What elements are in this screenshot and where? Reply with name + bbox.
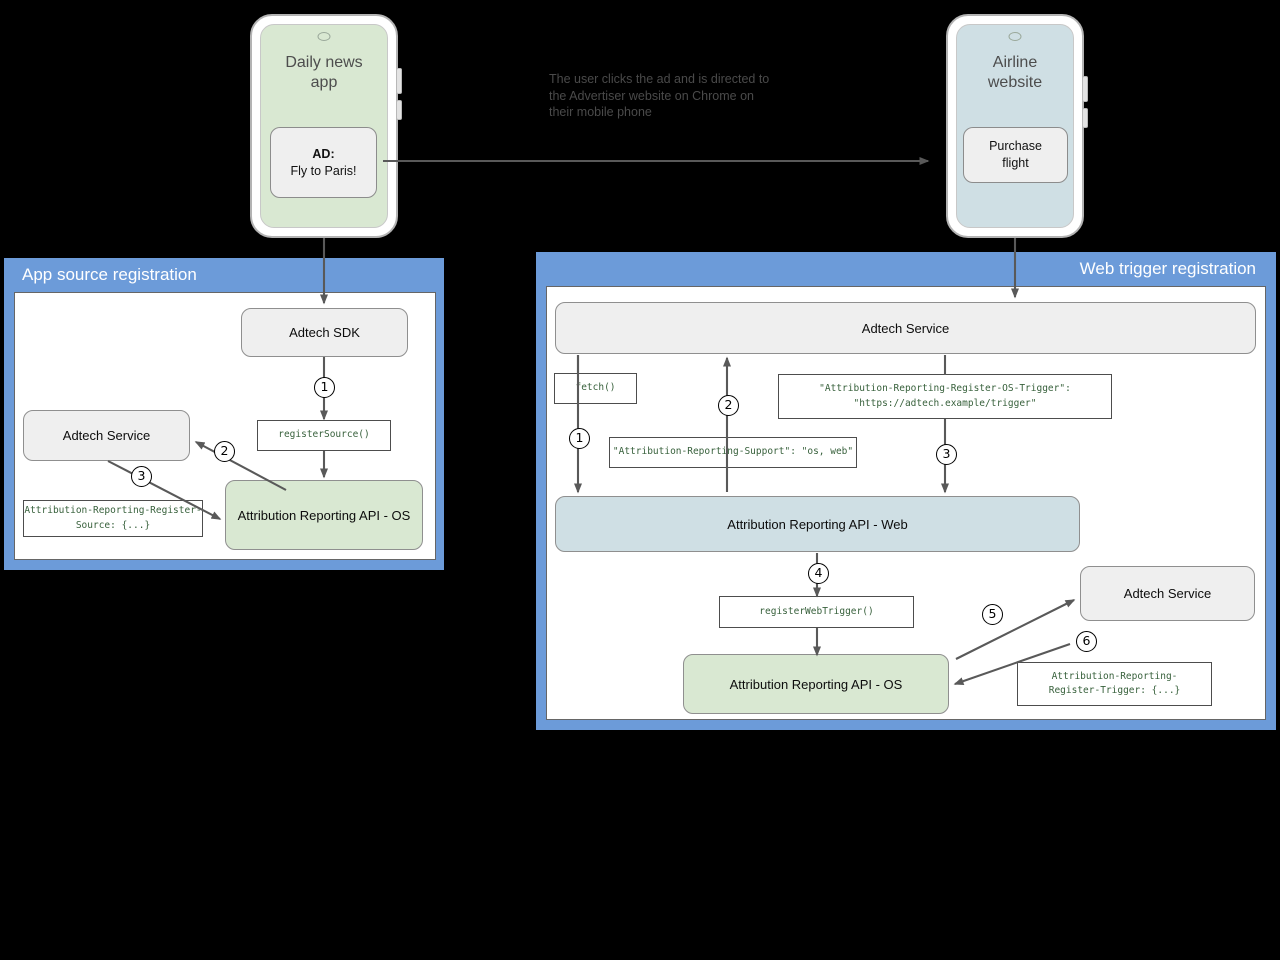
codebox-register-os-trigger: "Attribution-Reporting-Register-OS-Trigg… — [778, 374, 1112, 419]
node-adtech-sdk-label: Adtech SDK — [289, 325, 360, 340]
codebox-register-source-header: Attribution-Reporting-Register- Source: … — [23, 500, 203, 537]
step-badge-left-1: 1 — [314, 377, 335, 398]
node-adtech-service-left[interactable]: Adtech Service — [23, 410, 190, 461]
node-adtech-service-right-top[interactable]: Adtech Service — [555, 302, 1256, 354]
panel-left-title: App source registration — [22, 265, 197, 284]
step-badge-right-5: 5 — [982, 604, 1003, 625]
node-ara-web[interactable]: Attribution Reporting API - Web — [555, 496, 1080, 552]
camera-notch-icon — [317, 32, 331, 41]
ad-text: Fly to Paris! — [290, 163, 357, 178]
codebox-support-header-text: "Attribution-Reporting-Support": "os, we… — [612, 446, 854, 458]
codebox-register-source-text: registerSource() — [278, 429, 370, 441]
node-adtech-service-right-top-label: Adtech Service — [861, 320, 950, 336]
step-badge-right-4: 4 — [808, 563, 829, 584]
phone-airline-website: Airline website — [946, 14, 1088, 238]
ad-card[interactable]: AD: Fly to Paris! — [270, 127, 377, 198]
codebox-register-trigger-header: Attribution-Reporting- Register-Trigger:… — [1017, 662, 1212, 706]
node-adtech-service-left-label: Adtech Service — [62, 428, 151, 443]
node-ara-os-right[interactable]: Attribution Reporting API - OS — [683, 654, 949, 714]
codebox-register-os-trigger-text: "Attribution-Reporting-Register-OS-Trigg… — [819, 383, 1071, 409]
phone-right-title: Airline website — [987, 54, 1043, 91]
codebox-fetch-text: fetch() — [575, 382, 616, 394]
node-adtech-service-right-bottom-label: Adtech Service — [1123, 586, 1212, 601]
panel-right-title: Web trigger registration — [1079, 259, 1256, 278]
phone-side-button-power — [1082, 108, 1088, 128]
phone-side-button-volume — [396, 68, 402, 94]
node-adtech-service-right-bottom[interactable]: Adtech Service — [1080, 566, 1255, 621]
node-ara-os-left[interactable]: Attribution Reporting API - OS — [225, 480, 423, 550]
codebox-register-web-trigger-text: registerWebTrigger() — [759, 605, 874, 617]
codebox-fetch: fetch() — [554, 373, 637, 404]
codebox-register-source: registerSource() — [257, 420, 391, 451]
step-badge-right-6: 6 — [1076, 631, 1097, 652]
phone-side-button-volume — [1082, 76, 1088, 102]
step-badge-left-3: 3 — [131, 466, 152, 487]
phone-daily-news: Daily news app — [250, 14, 402, 238]
step-badge-left-2: 2 — [214, 441, 235, 462]
step-badge-right-1: 1 — [569, 428, 590, 449]
codebox-register-web-trigger: registerWebTrigger() — [719, 596, 914, 628]
node-ara-os-left-label: Attribution Reporting API - OS — [237, 507, 411, 523]
node-adtech-sdk[interactable]: Adtech SDK — [241, 308, 408, 357]
step-badge-right-3: 3 — [936, 444, 957, 465]
phone-left-title: Daily news app — [285, 54, 363, 91]
node-ara-web-label: Attribution Reporting API - Web — [727, 516, 908, 532]
purchase-flight-label: Purchase flight — [989, 139, 1042, 170]
camera-notch-icon — [1008, 32, 1022, 41]
purchase-flight-button[interactable]: Purchase flight — [963, 127, 1068, 183]
phone-side-button-power — [396, 100, 402, 120]
step-badge-right-2: 2 — [718, 395, 739, 416]
codebox-register-trigger-header-text: Attribution-Reporting- Register-Trigger:… — [1048, 670, 1181, 696]
codebox-support-header: "Attribution-Reporting-Support": "os, we… — [609, 437, 857, 468]
codebox-register-source-header-text: Attribution-Reporting-Register- Source: … — [24, 505, 202, 531]
phone-screen-right: Airline website — [956, 24, 1074, 228]
ad-label: AD: — [312, 146, 335, 161]
node-ara-os-right-label: Attribution Reporting API - OS — [729, 676, 903, 692]
flow-annotation: The user clicks the ad and is directed t… — [549, 72, 770, 120]
